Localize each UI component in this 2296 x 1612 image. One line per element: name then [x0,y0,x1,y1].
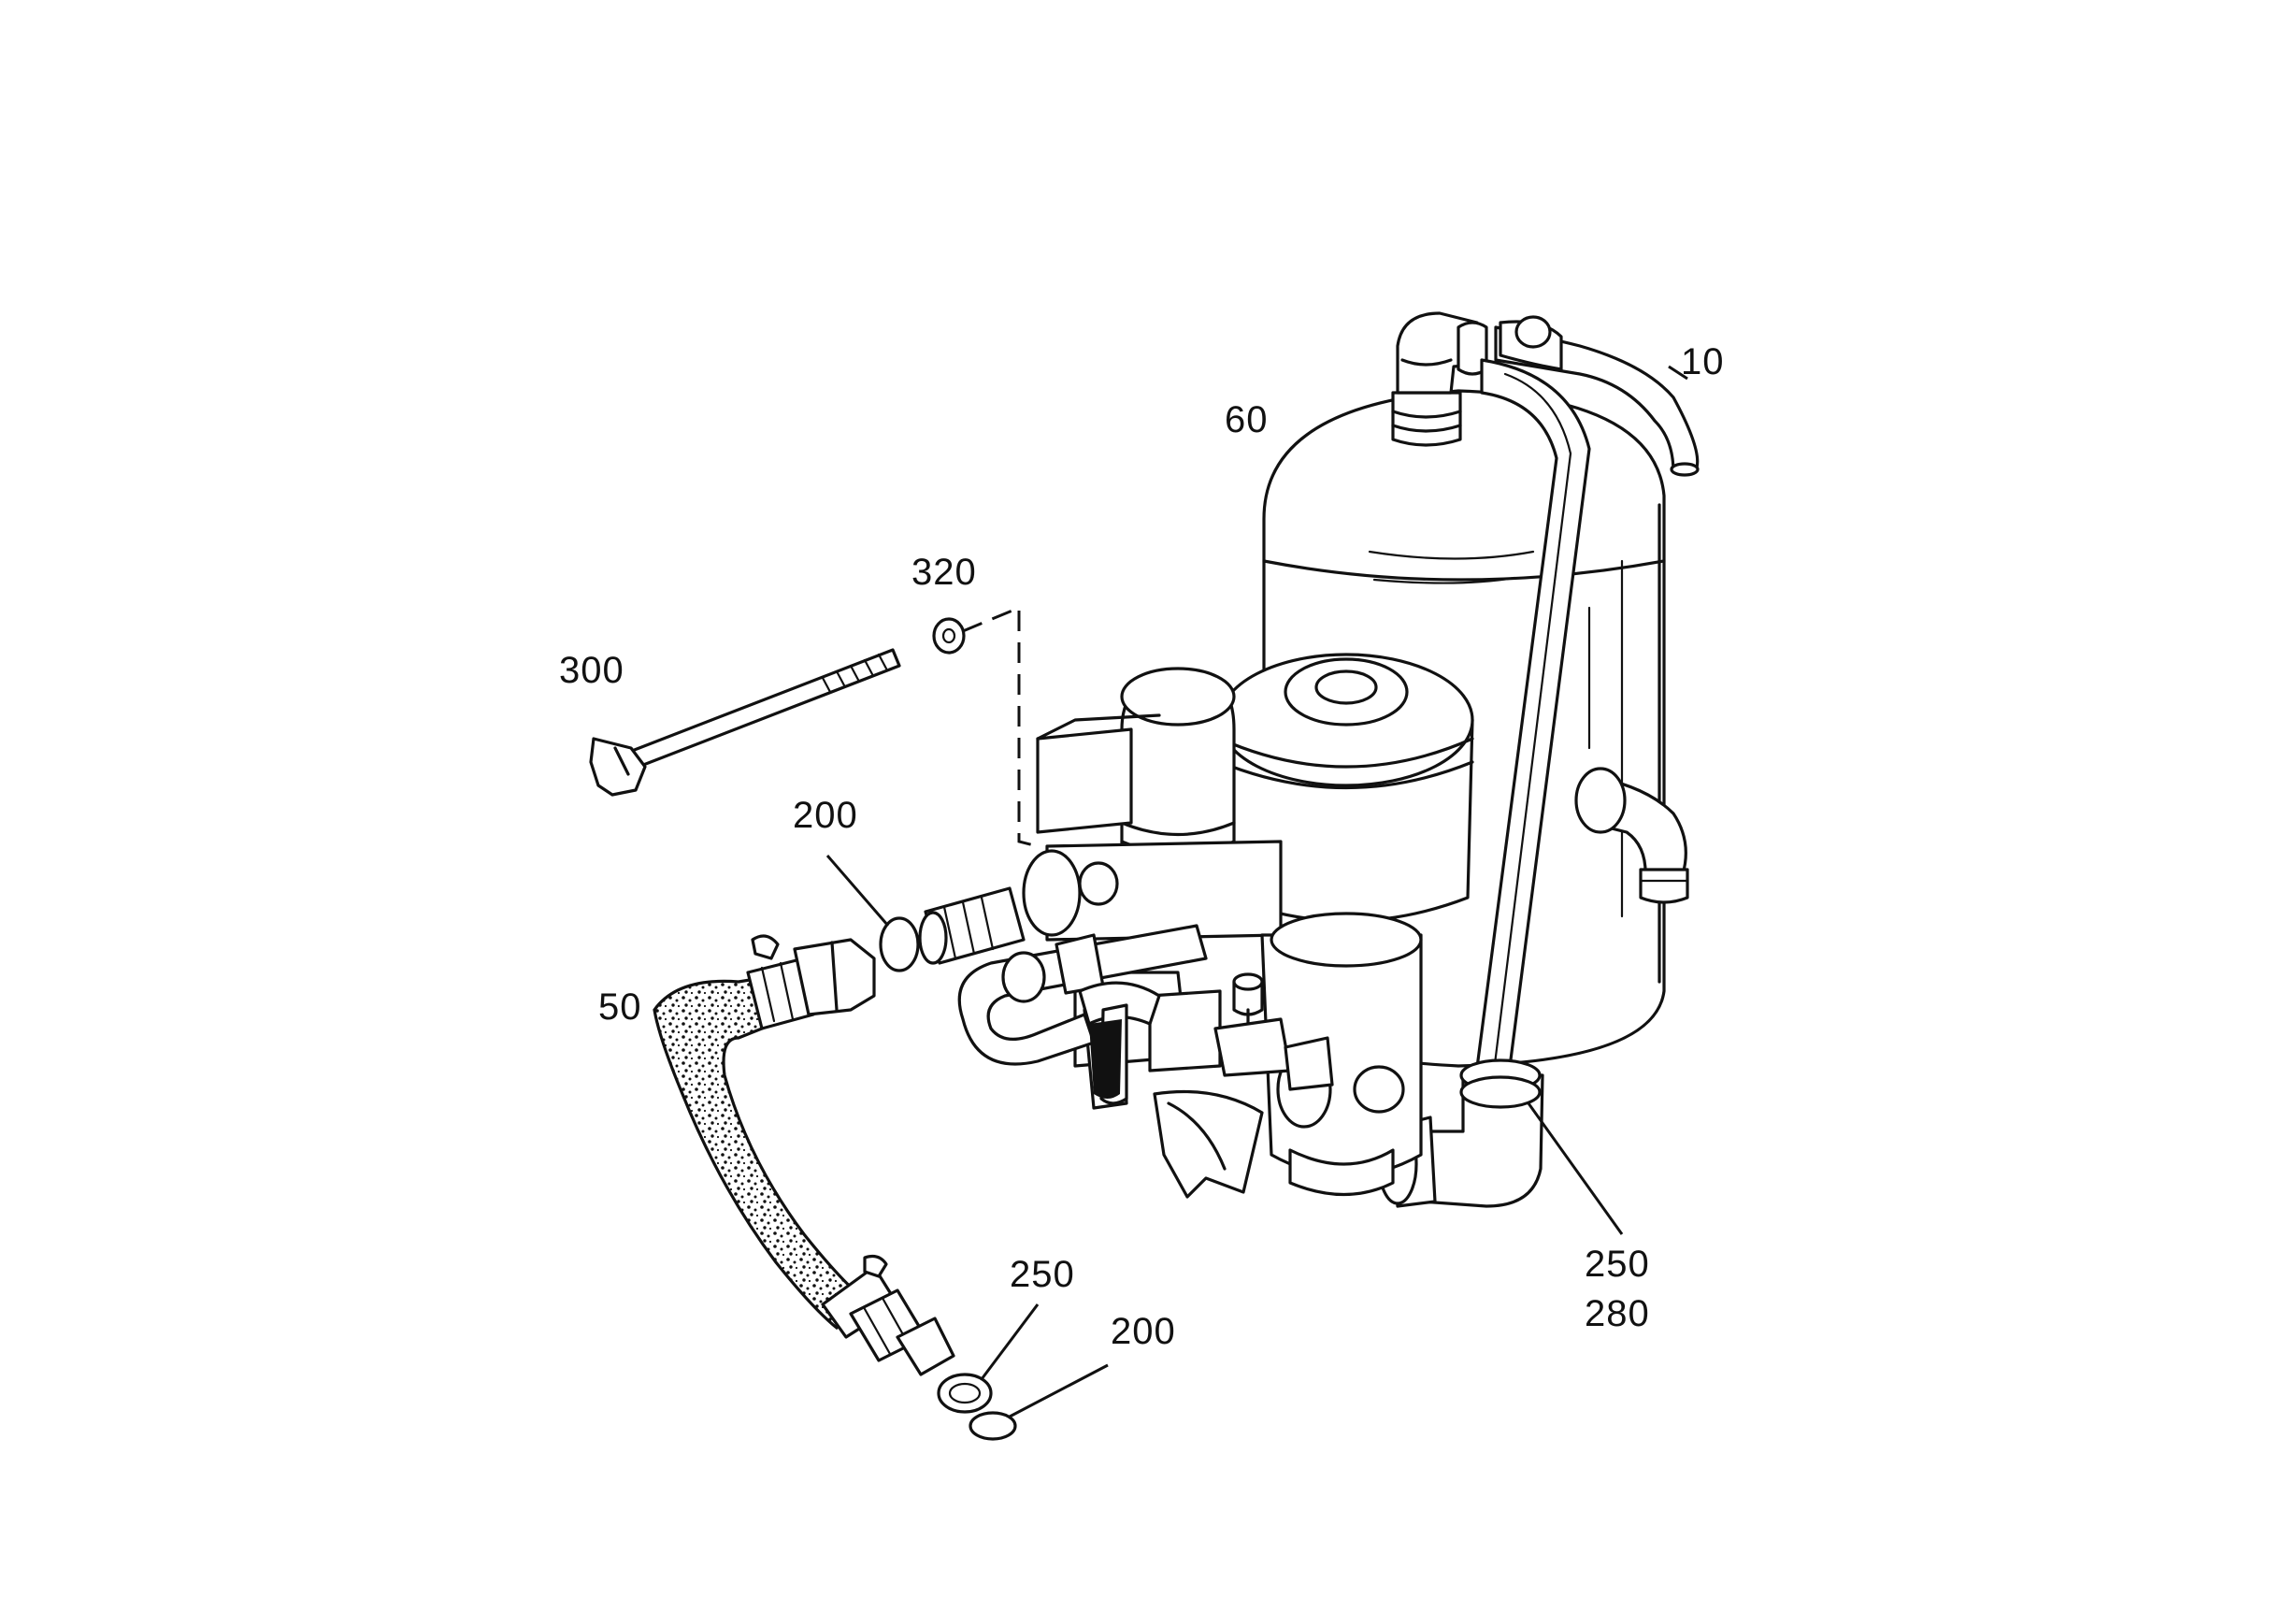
threaded-nipple [918,886,1026,965]
bolt-300 [589,648,901,797]
callout-200-top: 200 [793,795,858,836]
pipe-10 [1494,315,1700,477]
callout-320: 320 [911,552,977,593]
bleed-screw [1213,972,1334,1091]
callout-60: 60 [1225,399,1269,440]
washer-320 [932,617,966,655]
filter-cup [1218,653,1474,923]
callout-300: 300 [559,650,624,691]
hose-50 [653,934,955,1376]
callout-50: 50 [598,986,642,1028]
callout-250-bottom: 250 [1010,1254,1075,1295]
top-elbow-fitting [1396,311,1488,395]
callout-250-right: 250 [1585,1244,1650,1285]
assembly-dashline [962,605,1039,848]
o-ring-200-bottom [969,1411,1017,1441]
callout-10: 10 [1681,341,1725,382]
leader-lines [825,365,1688,1418]
t-handle-valve [1078,981,1161,1105]
manifold-block [1022,840,1423,1196]
callout-280-right: 280 [1585,1293,1650,1334]
fuel-filter-body [1036,667,1236,876]
o-ring-200-top [879,916,920,972]
return-loop-hose [957,924,1208,1066]
washer-250-bottom [937,1373,993,1414]
callout-200-bottom: 200 [1111,1311,1176,1352]
side-elbow-fitting [1574,767,1689,904]
